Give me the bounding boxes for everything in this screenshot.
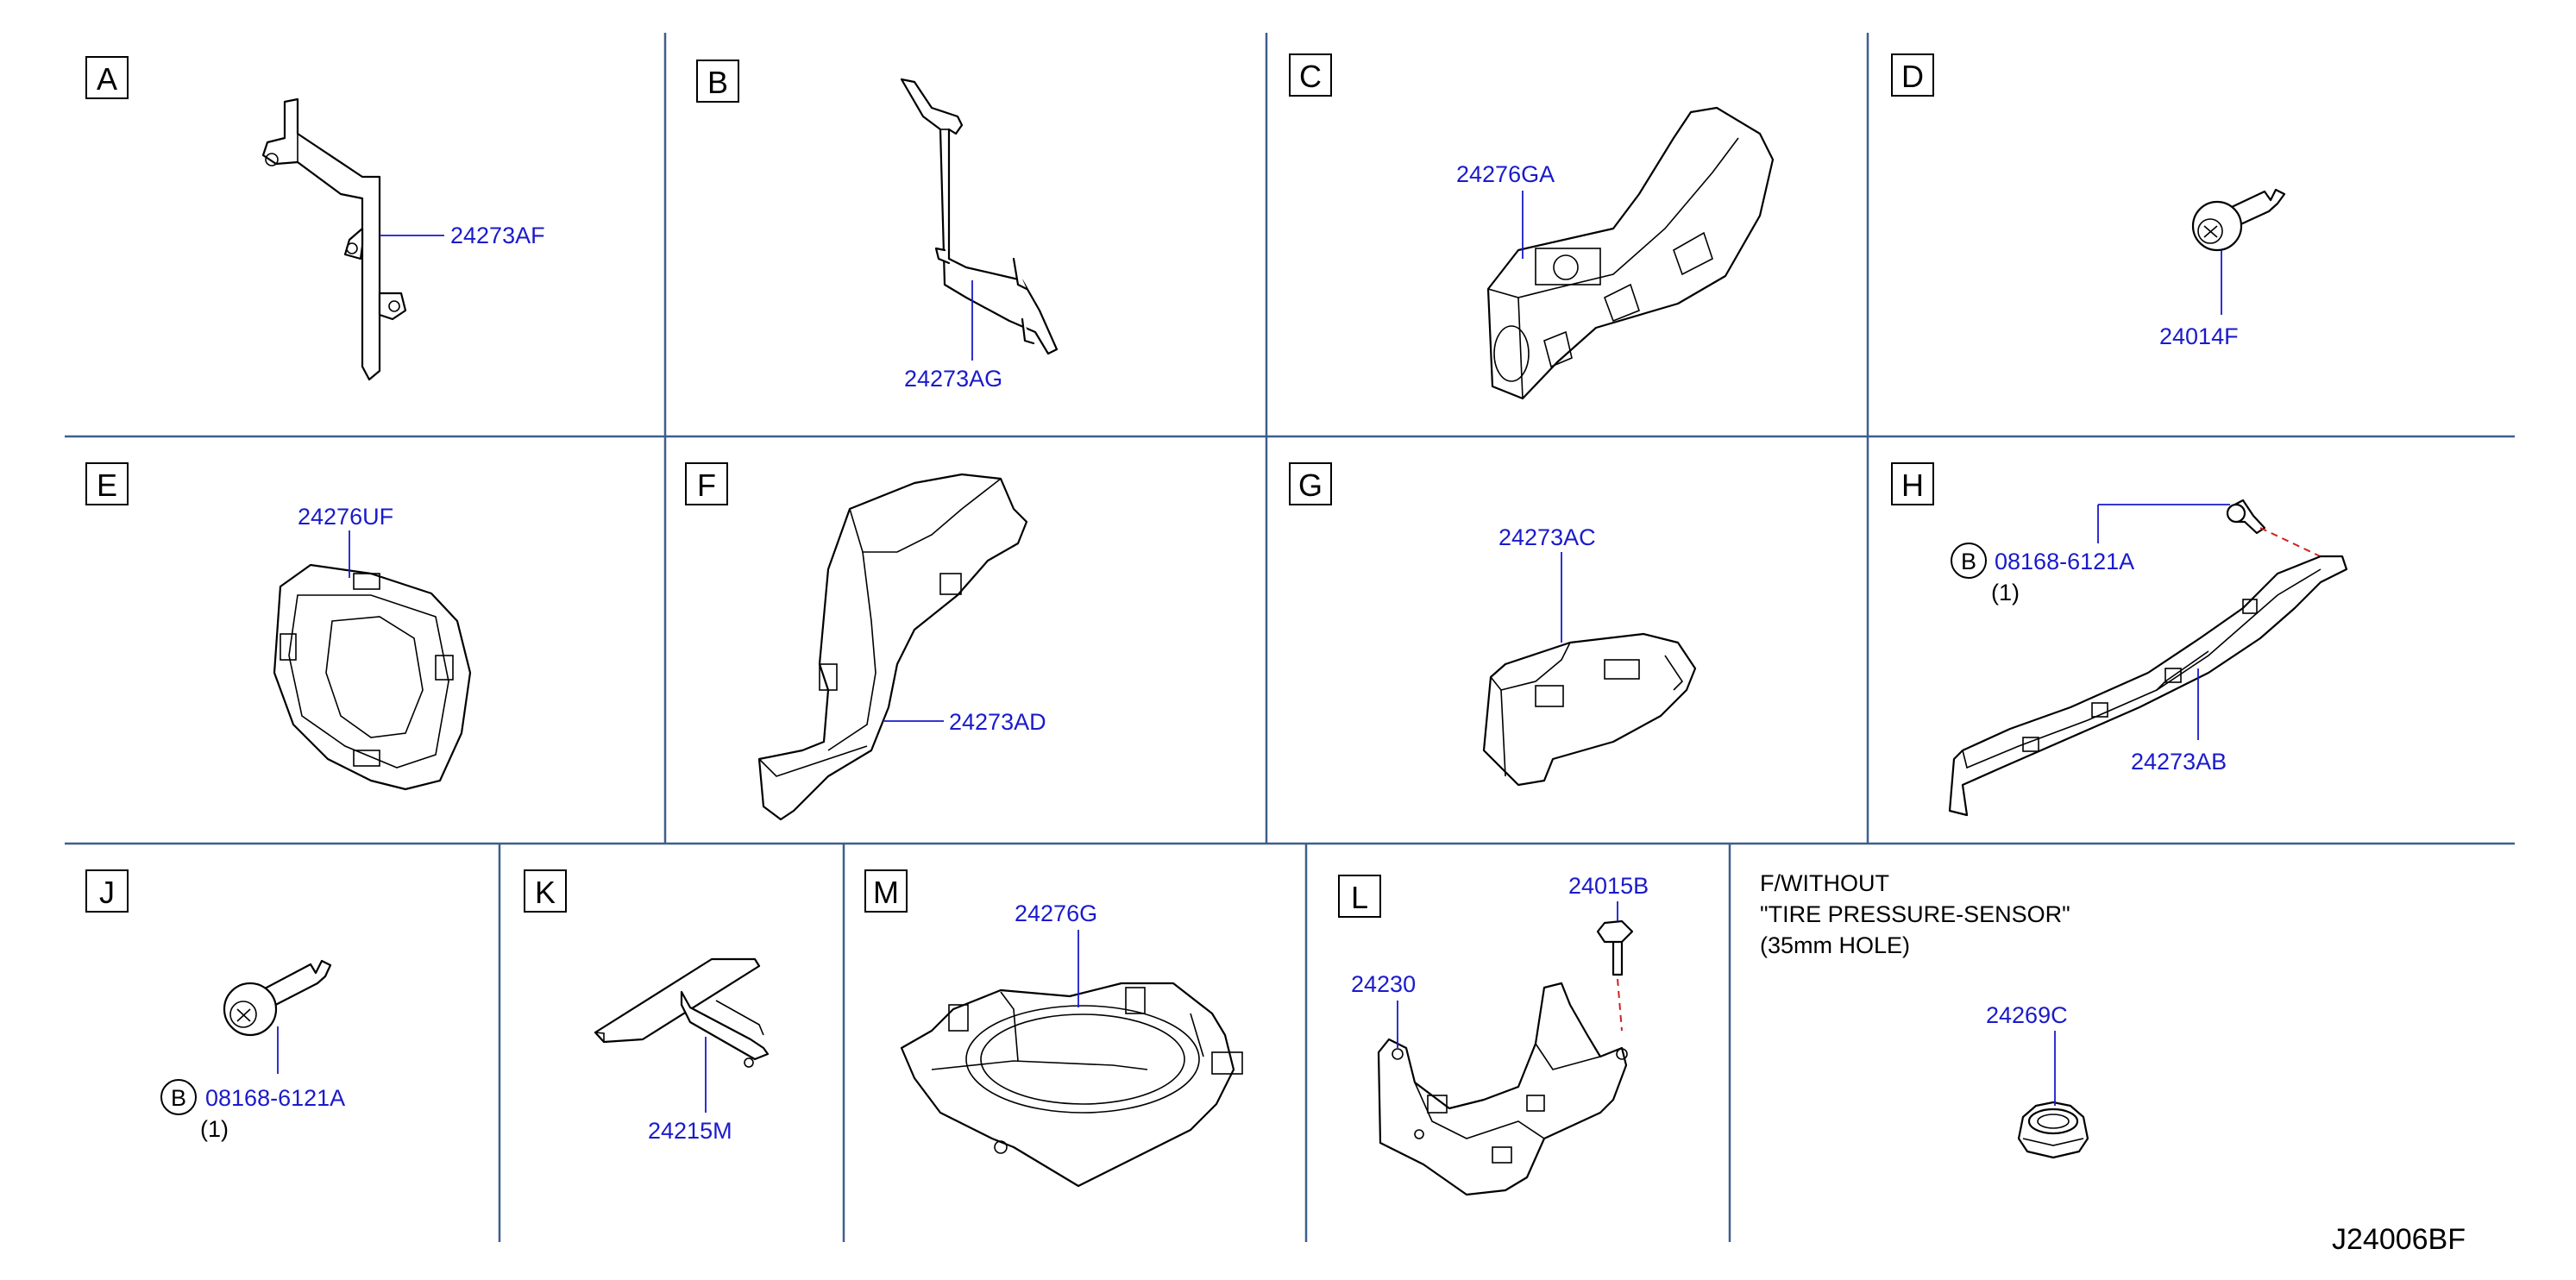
panel-c-part-number[interactable]: 24276GA (1456, 161, 1555, 187)
grommet-drawing[interactable] (2017, 1101, 2089, 1159)
grid-dividers (65, 33, 2515, 1242)
panel-j-callout-letter: B (171, 1085, 186, 1111)
panel-a-part-number[interactable]: 24273AF (450, 223, 545, 248)
panel-f-part-number[interactable]: 24273AD (949, 709, 1046, 735)
panel-h: H B 08168-6121A (1) 24273AB (1891, 462, 2348, 817)
panel-m-letter-box (864, 869, 908, 913)
panel-h-letter: H (1901, 467, 1924, 503)
panel-c-letter: C (1299, 59, 1322, 94)
panel-j: J B 08168-6121A (1) (85, 869, 345, 1142)
panel-e: E 24276UF (85, 462, 472, 791)
panel-b-letter-box (696, 60, 739, 103)
bracket-b-drawing[interactable] (900, 78, 1059, 355)
panel-f-letter: F (697, 467, 716, 503)
panel-b-part-number[interactable]: 24273AG (904, 366, 1002, 392)
bracket-a-drawing[interactable] (261, 97, 407, 381)
note-panel-part-number[interactable]: 24269C (1986, 1002, 2068, 1028)
panel-h-bolt-quantity: (1) (1991, 580, 2020, 605)
panel-j-callout-circle (160, 1079, 197, 1115)
panel-c-letter-box (1289, 53, 1332, 97)
panel-j-bolt-quantity: (1) (200, 1116, 229, 1142)
panel-d-part-number[interactable]: 24014F (2159, 323, 2239, 349)
panel-h-callout-circle (1951, 543, 1987, 579)
panel-e-part-number[interactable]: 24276UF (298, 504, 393, 530)
panel-j-letter-box (85, 869, 129, 913)
bolt-l-drawing[interactable] (1596, 919, 1634, 976)
diagram-code: J24006BF (2332, 1223, 2466, 1256)
panel-g-part-number[interactable]: 24273AC (1498, 524, 1596, 550)
note-line-2: "TIRE PRESSURE-SENSOR" (1760, 901, 2070, 927)
panel-f: F 24273AD (685, 462, 1046, 821)
panel-g: G 24273AC (1289, 462, 1697, 787)
bracket-c-drawing[interactable] (1486, 106, 1775, 400)
note-line-1: F/WITHOUT (1760, 870, 1889, 896)
panel-k-letter-box (524, 869, 567, 913)
panel-e-letter-box (85, 462, 129, 505)
bolt-j-drawing[interactable] (223, 959, 332, 1037)
panel-b-letter: B (707, 65, 728, 100)
holder-e-drawing[interactable] (273, 563, 472, 791)
panel-g-letter: G (1298, 467, 1323, 503)
panel-j-letter: J (99, 875, 115, 910)
panel-note: F/WITHOUT "TIRE PRESSURE-SENSOR" (35mm H… (1760, 870, 2089, 1159)
panel-d-letter-box (1891, 53, 1934, 97)
panel-l-letter: L (1351, 880, 1368, 915)
panel-k-letter: K (535, 875, 556, 910)
duct-f-drawing[interactable] (757, 473, 1028, 821)
panel-b: B 24273AG (696, 60, 1059, 392)
panel-a-letter: A (97, 61, 117, 97)
bolt-d-drawing[interactable] (2191, 188, 2286, 252)
note-line-3: (35mm HOLE) (1760, 932, 1910, 958)
panel-m: M 24276G (864, 869, 1243, 1188)
support-k-drawing[interactable] (594, 957, 770, 1068)
panel-h-bolt-part-number[interactable]: 08168-6121A (1995, 549, 2134, 574)
panel-j-bolt-part-number[interactable]: 08168-6121A (205, 1085, 345, 1111)
panel-g-letter-box (1289, 462, 1332, 505)
panel-l: L 24230 24015B (1338, 873, 1649, 1196)
panel-a: A 24273AF (85, 56, 545, 381)
panel-h-letter-box (1891, 462, 1934, 505)
spare-tire-holder-m-drawing[interactable] (900, 982, 1243, 1188)
panel-m-part-number[interactable]: 24276G (1015, 900, 1097, 926)
panel-d-letter: D (1901, 59, 1924, 94)
panel-m-letter: M (873, 875, 899, 910)
panel-h-part-number[interactable]: 24273AB (2131, 749, 2227, 775)
bracket-h-drawing[interactable] (1948, 555, 2348, 817)
panel-h-hidden-line (2259, 527, 2330, 562)
panel-l-part-number[interactable]: 24230 (1351, 971, 1416, 997)
panel-f-letter-box (685, 462, 728, 505)
panel-l-bolt-part-number[interactable]: 24015B (1568, 873, 1649, 899)
bolt-h-drawing[interactable] (2226, 499, 2266, 535)
panel-a-letter-box (85, 56, 129, 99)
panel-d: D 24014F (1891, 53, 2286, 349)
bracket-l-drawing[interactable] (1377, 982, 1628, 1196)
panel-e-letter: E (97, 467, 117, 503)
panel-k-part-number[interactable]: 24215M (648, 1118, 732, 1144)
panel-l-letter-box (1338, 875, 1381, 918)
panel-c: C 24276GA (1289, 53, 1775, 400)
bracket-g-drawing[interactable] (1482, 632, 1697, 787)
panel-h-callout-letter: B (1961, 549, 1976, 574)
panel-k: K 24215M (524, 869, 770, 1144)
panel-l-hidden-line (1617, 978, 1623, 1032)
